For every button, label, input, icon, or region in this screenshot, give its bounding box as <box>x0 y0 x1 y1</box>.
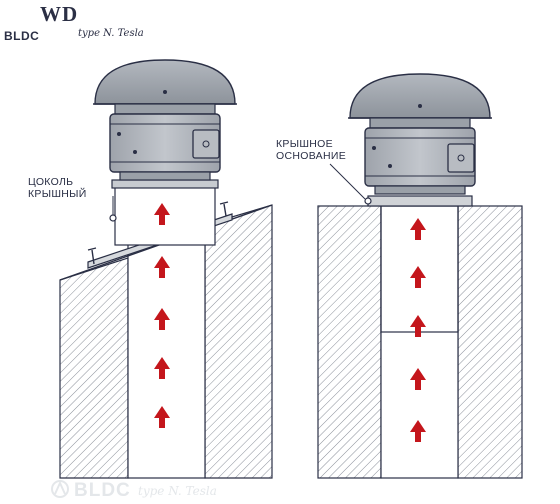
watermark-signature: type N. Tesla <box>138 484 217 498</box>
left-installation <box>59 59 273 479</box>
brand-signature: type N. Tesla <box>78 28 144 39</box>
right-installation <box>317 73 523 479</box>
label-roof-plinth-line1: ЦОКОЛЬ <box>28 176 74 188</box>
brand-series: BLDC <box>4 29 40 43</box>
watermark-logo <box>51 480 69 498</box>
label-roof-plinth-line2: КРЫШНЫЙ <box>28 188 87 200</box>
label-roof-base-line2: ОСНОВАНИЕ <box>276 150 346 162</box>
brand-wd-logo: WD <box>40 2 79 26</box>
watermark-series: BLDC <box>74 480 131 501</box>
label-roof-base-line1: КРЫШНОЕ <box>276 138 333 150</box>
label-roof-plinth: ЦОКОЛЬ КРЫШНЫЙ <box>28 176 87 200</box>
label-roof-base: КРЫШНОЕ ОСНОВАНИЕ <box>276 138 346 162</box>
